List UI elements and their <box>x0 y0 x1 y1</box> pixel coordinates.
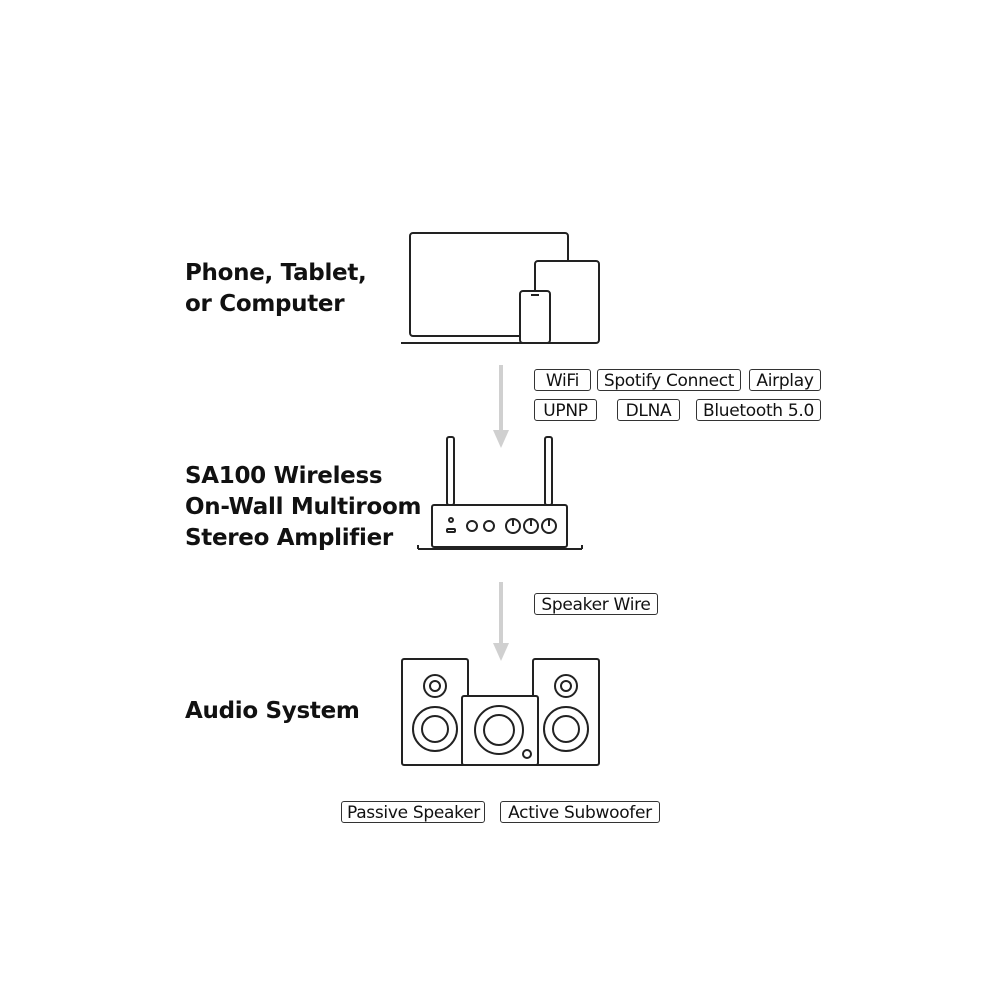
tag-dlna: DLNA <box>617 399 680 421</box>
arrow-down-icon <box>493 365 509 448</box>
tag-wifi: WiFi <box>534 369 591 391</box>
speakers-icon <box>401 658 600 766</box>
tag-upnp: UPNP <box>534 399 597 421</box>
amplifier-label-line: SA100 Wireless <box>185 463 383 489</box>
source-label: Phone, Tablet, or Computer <box>185 258 367 320</box>
source-label-line: Phone, Tablet, <box>185 260 367 286</box>
amplifier-label-line: On-Wall Multiroom <box>185 494 422 520</box>
amplifier-icon <box>417 436 583 550</box>
tag-speaker-wire: Speaker Wire <box>534 593 658 615</box>
audio-system-label-line: Audio System <box>185 698 360 724</box>
devices-icon <box>401 232 600 344</box>
tag-airplay: Airplay <box>749 369 821 391</box>
tag-passive-speaker: Passive Speaker <box>341 801 485 823</box>
tag-spotify-connect: Spotify Connect <box>597 369 741 391</box>
audio-system-label: Audio System <box>185 696 360 727</box>
amplifier-label-line: Stereo Amplifier <box>185 525 393 551</box>
arrow-down-icon <box>493 582 509 661</box>
source-label-line: or Computer <box>185 291 345 317</box>
tag-active-subwoofer: Active Subwoofer <box>500 801 660 823</box>
tag-bluetooth: Bluetooth 5.0 <box>696 399 821 421</box>
amplifier-label: SA100 Wireless On-Wall Multiroom Stereo … <box>185 461 421 554</box>
